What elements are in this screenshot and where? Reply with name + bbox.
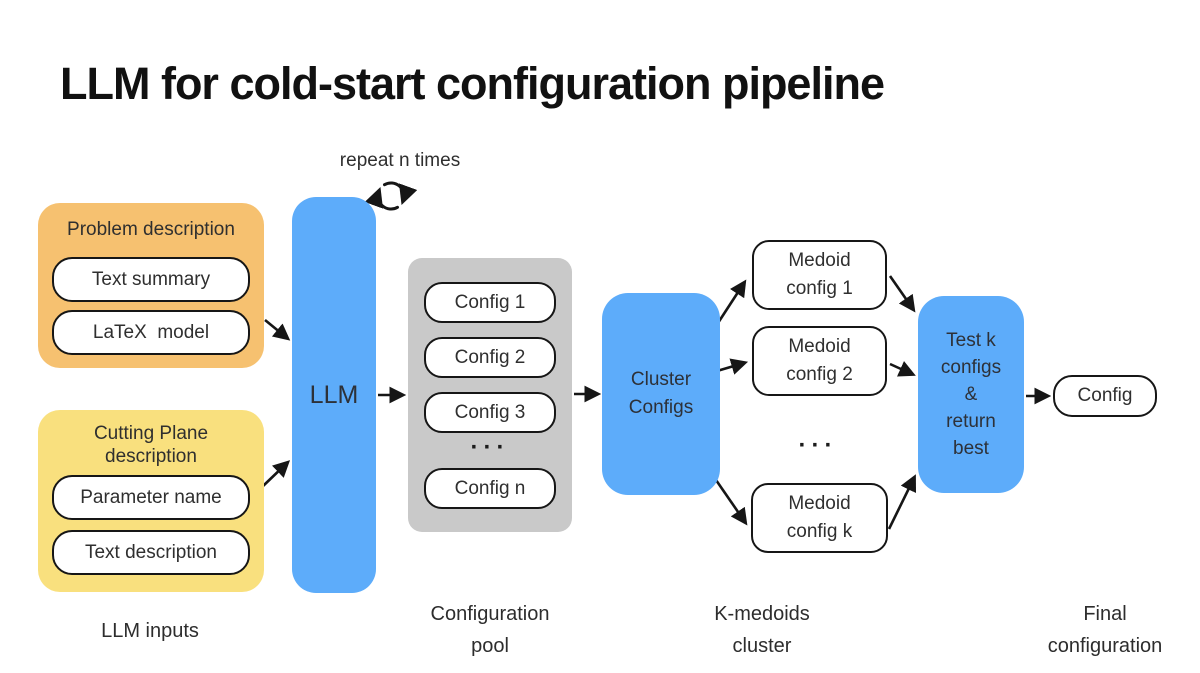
test-k-configs-label: Test k configs & return best <box>940 330 1002 459</box>
arrow-cluster-to-medoid1 <box>714 279 747 327</box>
caption-final-configuration: Final configuration <box>1047 603 1163 657</box>
medoid-config-k-box: Medoid config k <box>751 483 888 553</box>
medoid-ellipsis: ··· <box>798 432 838 459</box>
configuration-pool-box: Config 1 Config 2 Config 3 ··· Config n <box>408 258 572 532</box>
caption-llm-inputs: LLM inputs <box>101 620 199 642</box>
pool-config-3: Config 3 <box>424 392 556 433</box>
arrow-cluster-to-medoid2 <box>716 358 749 375</box>
input-latex-model: LaTeX model <box>52 310 250 355</box>
arrow-medoidk-to-test <box>887 474 917 530</box>
llm-label: LLM <box>309 380 359 409</box>
arrow-medoid2-to-test <box>889 361 916 377</box>
input-text-summary: Text summary <box>52 257 250 302</box>
arrow-cutting-to-llm <box>261 460 291 488</box>
arrow-medoid1-to-test <box>888 275 916 313</box>
arrow-problem-to-llm <box>264 318 291 341</box>
repeat-label: repeat n times <box>339 150 461 171</box>
cluster-configs-box: Cluster Configs <box>602 293 720 495</box>
repeat-icon <box>364 181 418 211</box>
medoid-config-1-box: Medoid config 1 <box>752 240 887 310</box>
pool-config-n: Config n <box>424 468 556 509</box>
page-title: LLM for cold-start configuration pipelin… <box>60 58 885 109</box>
final-config-box: Config <box>1053 375 1157 417</box>
cutting-group-title: Cutting Plane description <box>93 423 209 467</box>
cluster-configs-label: Cluster Configs <box>628 369 694 418</box>
pool-config-1: Config 1 <box>424 282 556 323</box>
problem-group-title: Problem description <box>67 219 235 240</box>
caption-k-medoids-cluster: K-medoids cluster <box>714 603 810 657</box>
test-k-configs-box: Test k configs & return best <box>918 296 1024 493</box>
arrow-cluster-to-medoidk <box>714 479 748 526</box>
cutting-plane-group: Cutting Plane description Parameter name… <box>38 410 264 592</box>
pool-ellipsis: ··· <box>470 434 510 461</box>
input-parameter-name: Parameter name <box>52 475 250 520</box>
input-text-description: Text description <box>52 530 250 575</box>
pool-config-2: Config 2 <box>424 337 556 378</box>
medoid-config-2-box: Medoid config 2 <box>752 326 887 396</box>
caption-configuration-pool: Configuration pool <box>430 603 550 657</box>
llm-box: LLM <box>292 197 376 593</box>
problem-description-group: Problem description Text summary LaTeX m… <box>38 203 264 368</box>
